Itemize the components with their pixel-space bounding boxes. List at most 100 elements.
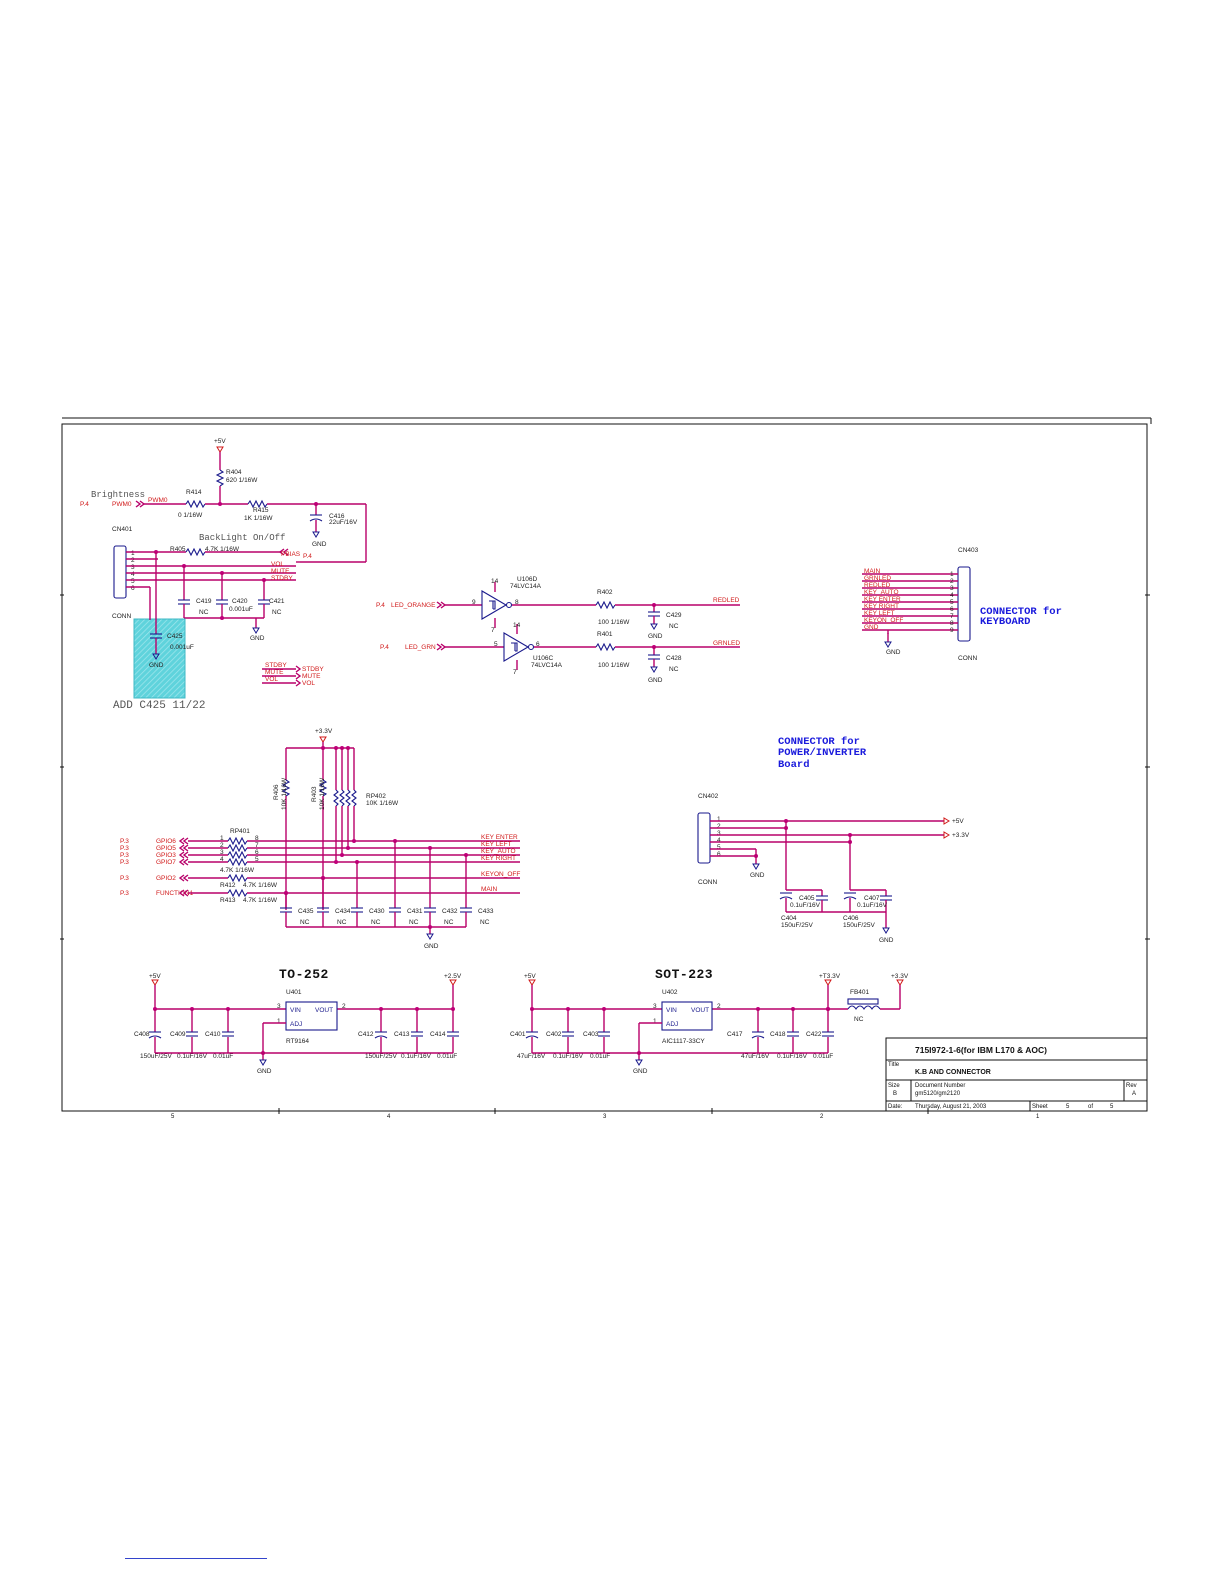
pin-label: 4 [717,837,721,844]
c405-ref: C405 [799,895,815,902]
pin-label: 14 [513,622,521,629]
pin-label: 14 [491,578,499,585]
rail-33v: +3.3V [952,832,970,839]
inverter-u106d [481,590,508,620]
keyboard-title: KEYBOARD [980,616,1030,628]
cap-ref: C422 [806,1031,822,1038]
u402-vin: VIN [666,1007,677,1014]
pin-label: 7 [950,613,954,620]
led-driver-circuit: P.4 LED_ORANGE 9 14 7 8 U106D 74LVC14A R… [376,576,740,684]
ic-u401 [285,1001,338,1031]
capacitor-element [562,1031,574,1037]
r414-val: 0 1/16W [178,512,203,519]
u106c-ref: U106C [533,655,554,662]
u402-part: AIC1117-33CY [662,1038,705,1045]
frame-mark: 1 [1036,1114,1040,1120]
r405-val: 4.7K 1/16W [205,546,240,553]
u401-gnd: GND [257,1068,272,1075]
cn401-net: STDBY [271,575,293,582]
cap-val: 0.01uF [813,1053,833,1060]
tb-docnum: gm5120/gm2120 [915,1091,961,1097]
r406-ref: R406 [273,784,280,800]
cap-val: NC [409,919,419,926]
rp402-ref: RP402 [366,793,386,800]
input-net: GPIO6 [156,838,176,845]
cap-ref: C401 [510,1031,526,1038]
c420-val: 0.001uF [229,606,253,613]
output-net: MAIN [481,886,498,893]
pin-label: 2 [131,557,135,564]
capacitor-element [751,1031,765,1039]
tb-title-label: Title [888,1062,900,1068]
resistor-element [227,843,248,853]
offpage-right: STDBY [302,666,324,673]
pin-label: 5 [255,856,259,863]
r404-val: 620 1/16W [226,477,258,484]
cap-ref: C435 [298,908,314,915]
pin-label: 3 [653,1003,657,1010]
inverter-u106c [503,632,530,662]
pin-label: 1 [950,571,954,578]
c428-val: NC [669,666,679,673]
sot223-title: SOT-223 [655,967,713,982]
pin-label: 2 [950,578,954,585]
cn403-net: KEY ENTER [864,596,901,603]
cap-val: NC [337,919,347,926]
cn403-gnd: GND [886,649,901,656]
output-net: KEY LEFT [481,841,512,848]
regulator-sot223: SOT-223 +5V +T3.3V +3.3V FB401 NC U402 V… [510,967,909,1075]
u401-vin: VIN [290,1007,301,1014]
cn403-net: KEY_AUTO [864,589,899,596]
capacitor-element [525,1031,539,1039]
pin-label: 8 [950,620,954,627]
backlight-note: BackLight On/Off [199,533,285,543]
pin-label: 5 [131,578,135,585]
capacitor-element [222,1031,234,1037]
cn403-net: GND [864,624,879,631]
capacitor-element [424,907,436,913]
r401-val: 100 1/16W [598,662,630,669]
resistor-r415 [247,499,268,509]
capacitor-element [351,907,363,913]
pin-label: 3 [717,830,721,837]
c404-val: 150uF/25V [781,922,813,929]
r405-ref: R405 [170,546,186,553]
u402-gnd: GND [633,1068,648,1075]
pin-label: 7 [513,669,517,676]
rail-label: +T3.3V [819,973,841,980]
u106c-part: 74LVC14A [531,662,563,669]
capacitor-element [411,1031,423,1037]
pin-label: 5 [950,599,954,606]
input-net: GPIO5 [156,845,176,852]
power-inverter-title: CONNECTOR for POWER/INVERTER Board [778,736,867,771]
pin-label: 1 [131,550,135,557]
gnd-label: GND [250,635,265,642]
c425-highlight [133,618,186,699]
ferrite-fb401 [847,998,879,1005]
input-page-ref: P.3 [120,845,129,852]
capacitor-element [186,1031,198,1037]
tb-size: B [893,1091,897,1097]
c416-gnd: GND [312,541,327,548]
resistor-r406 [281,779,291,797]
capacitor-element [148,1031,162,1039]
pin-label: 2 [717,823,721,830]
pin-label: 5 [494,641,498,648]
capacitor-element [460,907,472,913]
cn403-net: GRNLED [864,575,891,582]
pin-label: 6 [717,851,721,858]
capacitor-element [787,1031,799,1037]
r406-val: 10K 1/16W [281,777,288,810]
cap-val: 0.1uF/16V [401,1053,432,1060]
cap-val: 0.1uF/16V [553,1053,584,1060]
pin-label: 1 [653,1018,657,1025]
output-net: KEY RIGHT [481,855,516,862]
r403-val: 10K 1/16W [319,777,326,810]
cap-ref: C431 [407,908,423,915]
resistor-r402 [595,600,616,610]
output-net: KEY_AUTO [481,848,516,855]
power-title-line: CONNECTOR for [778,736,860,748]
c407-val: 0.1uF/16V [857,902,888,909]
offpage-left: VOL [265,676,278,683]
